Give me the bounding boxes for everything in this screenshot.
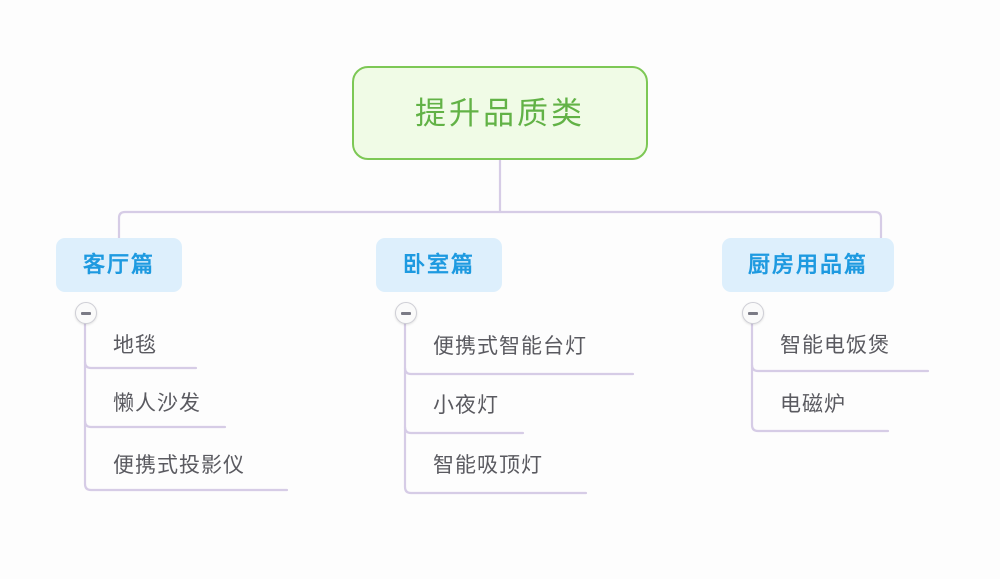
minus-glyph xyxy=(748,311,758,315)
branch-node-living-room[interactable]: 客厅篇 xyxy=(56,238,182,292)
connector-branch-bus xyxy=(117,210,883,240)
branch-node-bedroom[interactable]: 卧室篇 xyxy=(376,238,502,292)
leaf-node[interactable]: 地毯 xyxy=(113,334,157,357)
root-node[interactable]: 提升品质类 xyxy=(352,66,648,160)
root-node-label: 提升品质类 xyxy=(415,95,585,131)
leaf-node[interactable]: 便携式投影仪 xyxy=(113,454,245,477)
leaf-node[interactable]: 电磁炉 xyxy=(780,393,846,416)
minus-glyph xyxy=(401,311,411,315)
leaf-node[interactable]: 智能电饭煲 xyxy=(780,334,890,357)
leaf-node[interactable]: 便携式智能台灯 xyxy=(433,335,587,358)
minus-glyph xyxy=(81,311,91,315)
branch-node-label: 卧室篇 xyxy=(402,252,475,277)
branch-node-label: 厨房用品篇 xyxy=(747,252,868,277)
minus-circle-icon-branch-3[interactable] xyxy=(742,302,764,324)
branch-node-kitchen[interactable]: 厨房用品篇 xyxy=(722,238,894,292)
minus-circle-icon-branch-1[interactable] xyxy=(75,302,97,324)
minus-circle-icon-branch-2[interactable] xyxy=(395,302,417,324)
leaf-node[interactable]: 智能吸顶灯 xyxy=(433,454,543,477)
branch-node-label: 客厅篇 xyxy=(82,252,155,277)
leaf-node[interactable]: 小夜灯 xyxy=(433,394,499,417)
leaf-node[interactable]: 懒人沙发 xyxy=(113,392,201,415)
